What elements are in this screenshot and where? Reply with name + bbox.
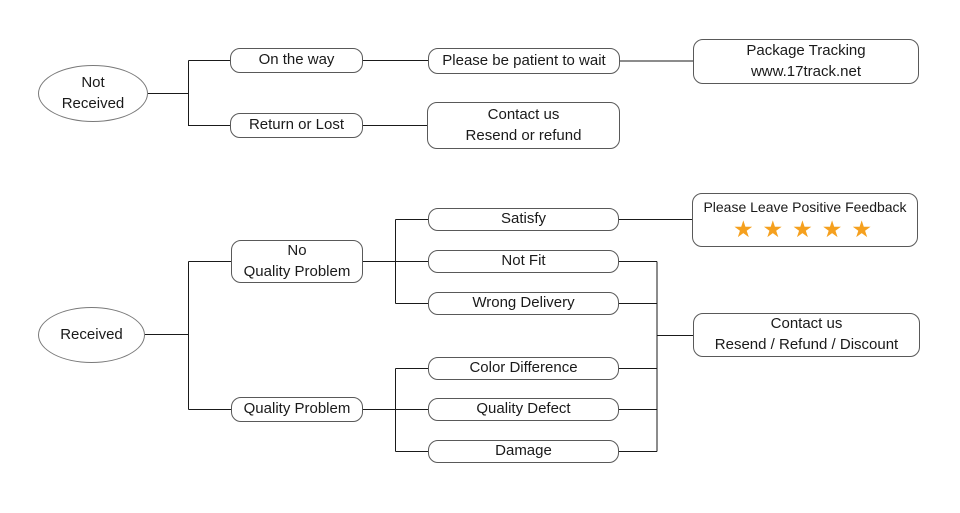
node-wrong-delivery: Wrong Delivery (428, 292, 619, 315)
node-contact-resend-refund-discount: Contact us Resend / Refund / Discount (693, 313, 920, 357)
node-satisfy: Satisfy (428, 208, 619, 231)
node-color-difference: Color Difference (428, 357, 619, 380)
node-no-quality-problem: No Quality Problem (231, 240, 363, 283)
node-please-be-patient: Please be patient to wait (428, 48, 620, 74)
node-damage: Damage (428, 440, 619, 463)
star-icons: ★★★★★ (732, 215, 882, 242)
node-contact-resend-or-refund: Contact us Resend or refund (427, 102, 620, 149)
node-on-the-way: On the way (230, 48, 363, 73)
node-not-received: Not Received (38, 65, 148, 122)
feedback-title: Please Leave Positive Feedback (703, 199, 907, 215)
node-quality-defect: Quality Defect (428, 398, 619, 421)
node-package-tracking: Package Tracking www.17track.net (693, 39, 919, 84)
node-quality-problem: Quality Problem (231, 397, 363, 422)
node-not-fit: Not Fit (428, 250, 619, 273)
node-return-or-lost: Return or Lost (230, 113, 363, 138)
node-positive-feedback: Please Leave Positive Feedback ★★★★★ (692, 193, 918, 247)
node-received: Received (38, 307, 145, 363)
